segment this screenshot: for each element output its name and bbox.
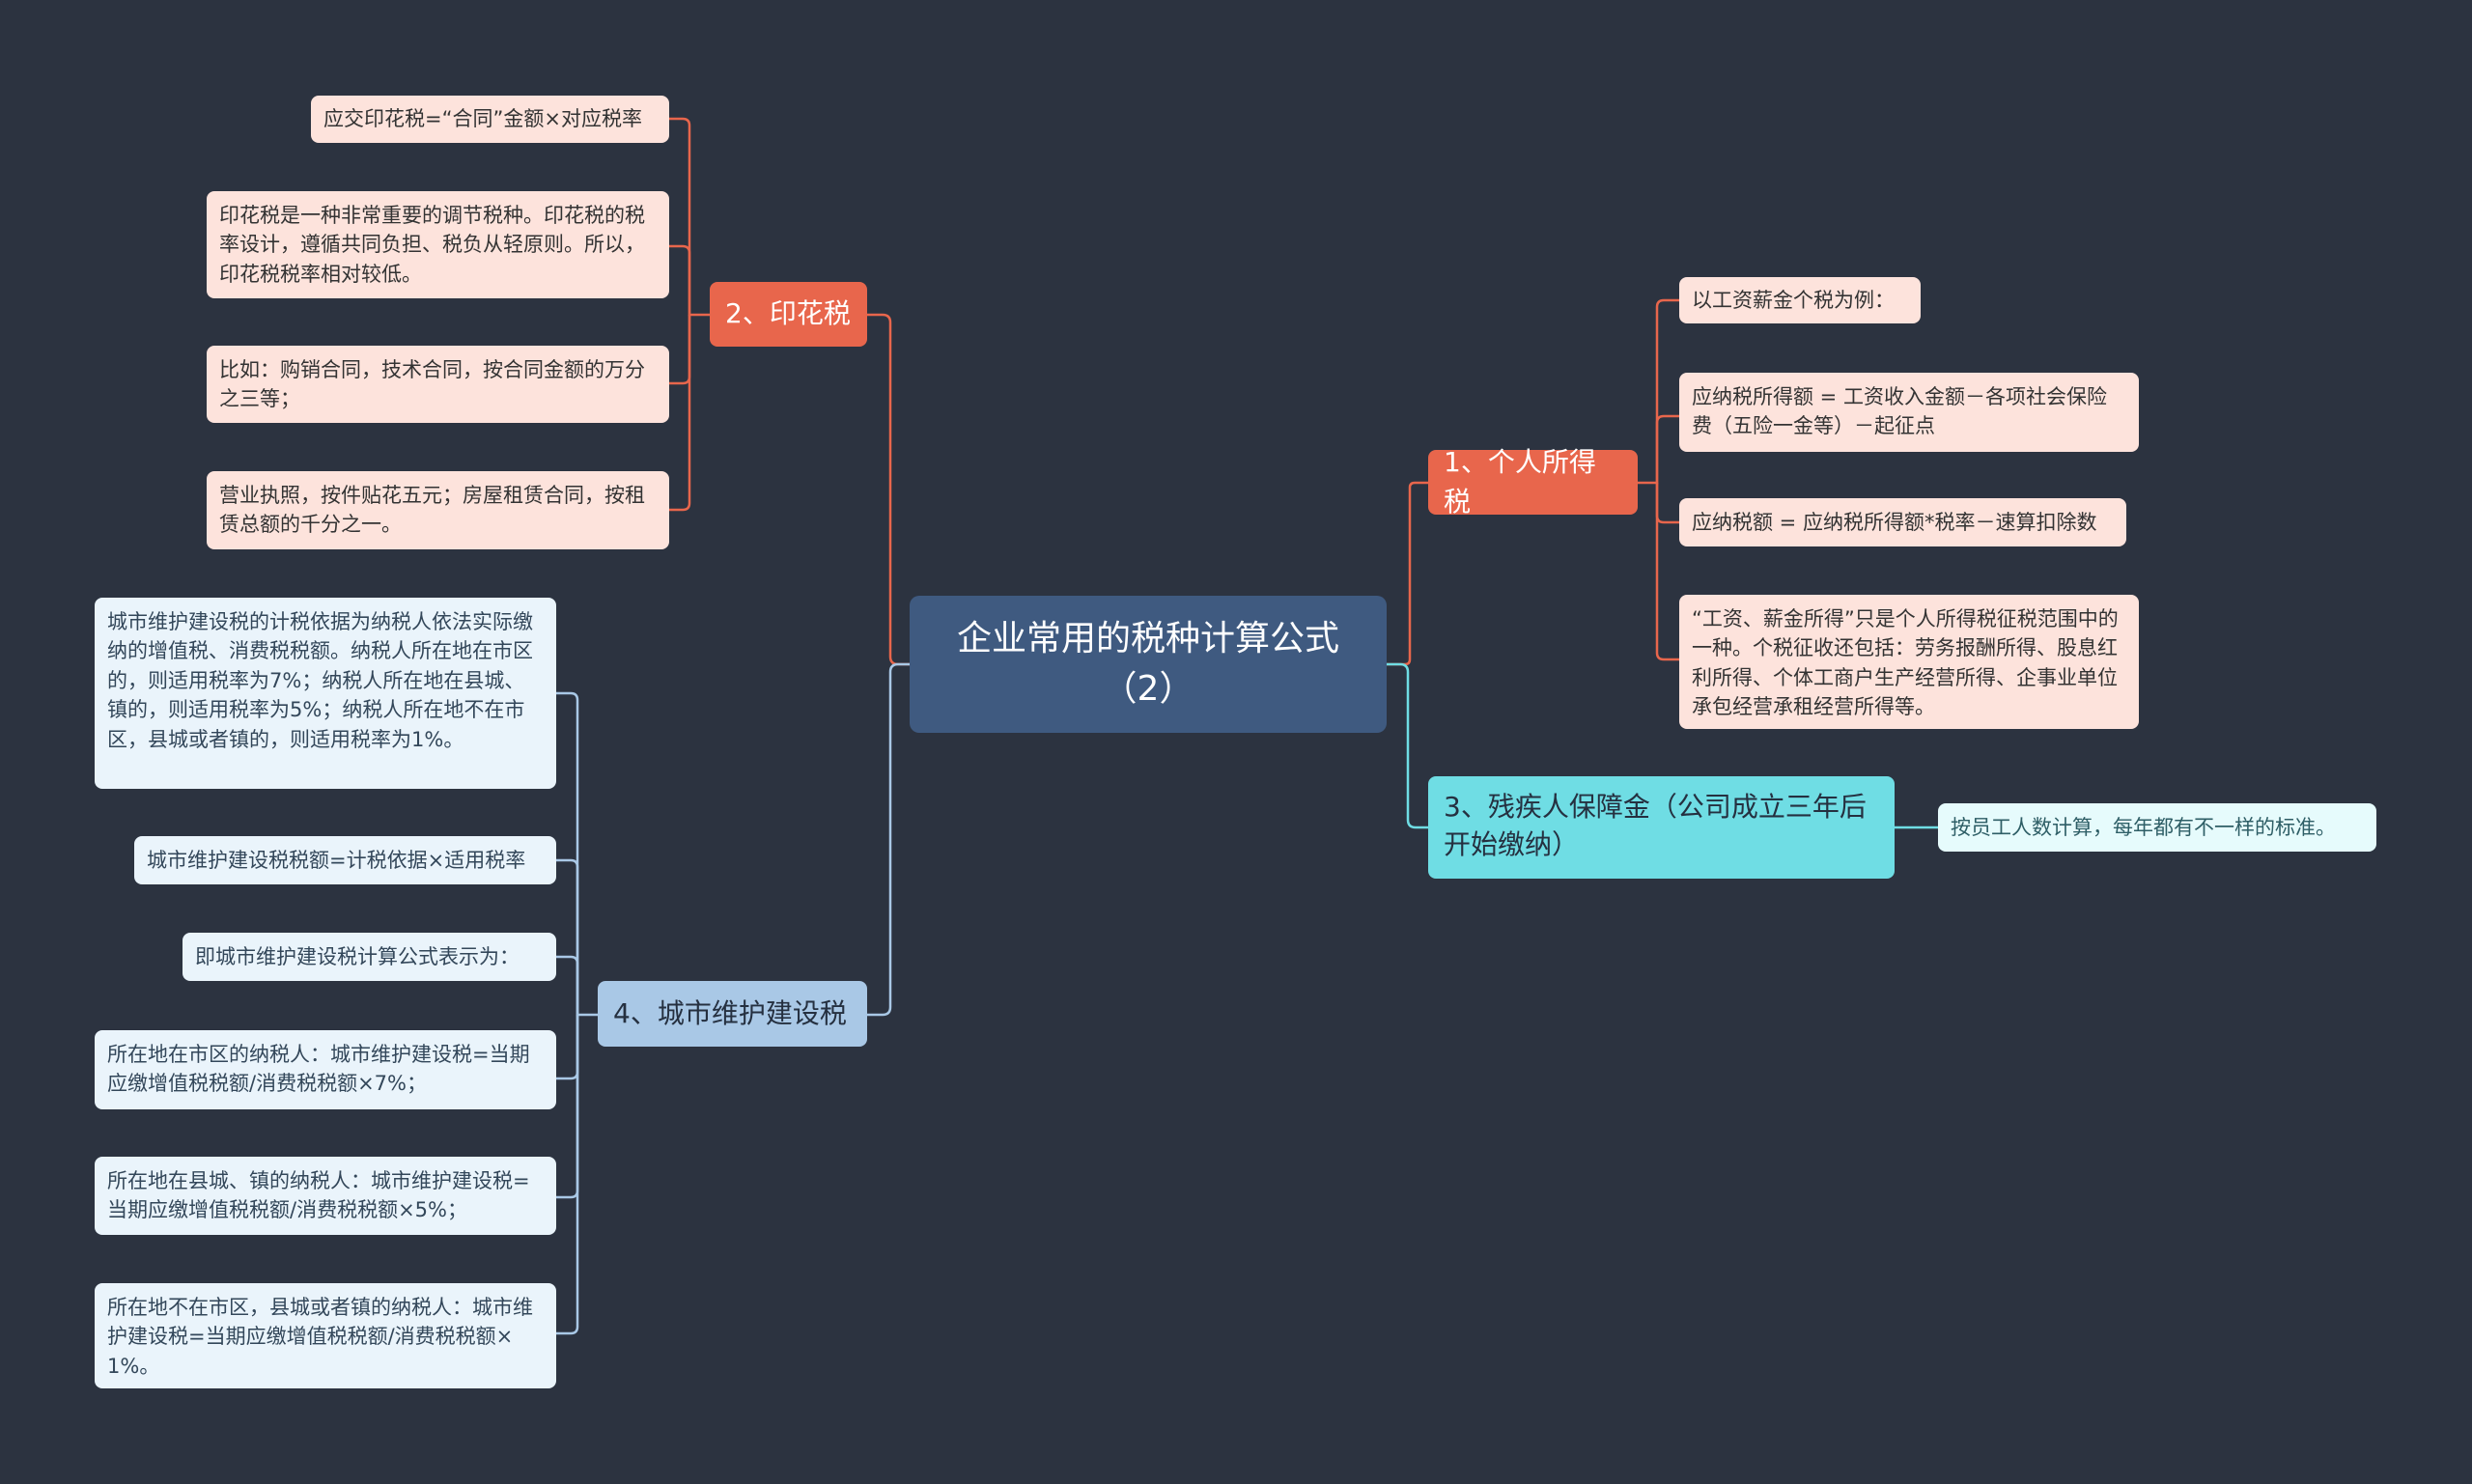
branch-income-tax-label: 1、个人所得税 (1444, 445, 1596, 518)
branch-urban-tax[interactable]: 4、城市维护建设税 (598, 981, 867, 1047)
income-tax-item-1-text: 以工资薪金个税为例： (1692, 288, 1895, 312)
urban-tax-item-2[interactable]: 城市维护建设税税额=计税依据×适用税率 (134, 836, 556, 884)
stamp-tax-item-4-text: 营业执照，按件贴花五元；房屋租赁合同，按租赁总额的千分之一。 (219, 484, 645, 537)
urban-tax-item-1[interactable]: 城市维护建设税的计税依据为纳税人依法实际缴纳的增值税、消费税税额。纳税人所在地在… (95, 598, 556, 789)
urban-tax-item-1-text: 城市维护建设税的计税依据为纳税人依法实际缴纳的增值税、消费税税额。纳税人所在地在… (107, 610, 533, 751)
urban-tax-item-3[interactable]: 即城市维护建设税计算公式表示为： (183, 933, 556, 981)
link-income-4 (1655, 483, 1679, 661)
branch-stamp-tax-label: 2、印花税 (725, 297, 851, 330)
urban-tax-item-5-text: 所在地在县城、镇的纳税人：城市维护建设税=当期应缴增值税税额/消费税税额×5%； (107, 1169, 530, 1222)
branch-disability-fund[interactable]: 3、残疾人保障金（公司成立三年后开始缴纳） (1428, 776, 1895, 879)
link-income-1 (1638, 298, 1679, 485)
link-stamp-3 (669, 315, 691, 385)
income-tax-item-2-text: 应纳税所得额 = 工资收入金额－各项社会保险费（五险一金等）－起征点 (1692, 385, 2107, 438)
urban-tax-item-6[interactable]: 所在地不在市区，县城或者镇的纳税人：城市维护建设税=当期应缴增值税税额/消费税税… (95, 1283, 556, 1388)
link-urban-5 (556, 1015, 579, 1199)
urban-tax-item-3-text: 即城市维护建设税计算公式表示为： (195, 944, 520, 968)
urban-tax-item-4-text: 所在地在市区的纳税人：城市维护建设税=当期应缴增值税税额/消费税税额×7%； (107, 1043, 530, 1096)
income-tax-item-4[interactable]: “工资、薪金所得”只是个人所得税征税范围中的一种。个税征收还包括：劳务报酬所得、… (1679, 595, 2139, 729)
root-topic[interactable]: 企业常用的税种计算公式（2） (910, 596, 1387, 733)
stamp-tax-item-3[interactable]: 比如：购销合同，技术合同，按合同金额的万分之三等； (207, 346, 669, 423)
link-urban-6 (556, 1015, 579, 1335)
stamp-tax-item-1[interactable]: 应交印花税=“合同”金额×对应税率 (311, 96, 669, 143)
root-title: 企业常用的税种计算公式（2） (956, 618, 1339, 709)
income-tax-item-3-text: 应纳税额 = 应纳税所得额*税率－速算扣除数 (1692, 510, 2097, 534)
link-stamp-2 (669, 244, 691, 315)
urban-tax-item-6-text: 所在地不在市区，县城或者镇的纳税人：城市维护建设税=当期应缴增值税税额/消费税税… (107, 1296, 533, 1378)
branch-urban-tax-label: 4、城市维护建设税 (613, 996, 847, 1029)
urban-tax-item-2-text: 城市维护建设税税额=计税依据×适用税率 (147, 848, 526, 872)
disability-fund-item-1-text: 按员工人数计算，每年都有不一样的标准。 (1951, 815, 2336, 839)
branch-income-tax[interactable]: 1、个人所得税 (1428, 446, 1638, 518)
link-urban-4 (556, 1015, 579, 1080)
stamp-tax-item-3-text: 比如：购销合同，技术合同，按合同金额的万分之三等； (219, 358, 645, 411)
urban-tax-item-5[interactable]: 所在地在县城、镇的纳税人：城市维护建设税=当期应缴增值税税额/消费税税额×5%； (95, 1157, 556, 1235)
branch-disability-fund-label: 3、残疾人保障金（公司成立三年后开始缴纳） (1444, 791, 1867, 861)
link-urban-1 (556, 691, 598, 1017)
income-tax-item-1[interactable]: 以工资薪金个税为例： (1679, 277, 1921, 323)
link-stamp-1 (669, 117, 710, 317)
link-income-2 (1655, 414, 1679, 483)
stamp-tax-item-2[interactable]: 印花税是一种非常重要的调节税种。印花税的税率设计，遵循共同负担、税负从轻原则。所… (207, 191, 669, 298)
income-tax-item-2[interactable]: 应纳税所得额 = 工资收入金额－各项社会保险费（五险一金等）－起征点 (1679, 373, 2139, 452)
link-income-3 (1655, 483, 1679, 524)
link-urban-3 (556, 955, 579, 1015)
link-root-stamp (867, 313, 910, 666)
stamp-tax-item-2-text: 印花税是一种非常重要的调节税种。印花税的税率设计，遵循共同负担、税负从轻原则。所… (219, 204, 645, 286)
income-tax-item-4-text: “工资、薪金所得”只是个人所得税征税范围中的一种。个税征收还包括：劳务报酬所得、… (1692, 607, 2119, 719)
link-root-disability (1387, 662, 1428, 829)
income-tax-item-3[interactable]: 应纳税额 = 应纳税所得额*税率－速算扣除数 (1679, 498, 2126, 546)
link-root-income (1387, 481, 1428, 666)
link-urban-2 (556, 858, 579, 1015)
link-root-urban (867, 662, 910, 1017)
stamp-tax-item-4[interactable]: 营业执照，按件贴花五元；房屋租赁合同，按租赁总额的千分之一。 (207, 471, 669, 549)
urban-tax-item-4[interactable]: 所在地在市区的纳税人：城市维护建设税=当期应缴增值税税额/消费税税额×7%； (95, 1030, 556, 1109)
link-stamp-4 (669, 315, 691, 512)
branch-stamp-tax[interactable]: 2、印花税 (710, 282, 867, 347)
disability-fund-item-1[interactable]: 按员工人数计算，每年都有不一样的标准。 (1938, 803, 2376, 852)
stamp-tax-item-1-text: 应交印花税=“合同”金额×对应税率 (323, 107, 642, 131)
